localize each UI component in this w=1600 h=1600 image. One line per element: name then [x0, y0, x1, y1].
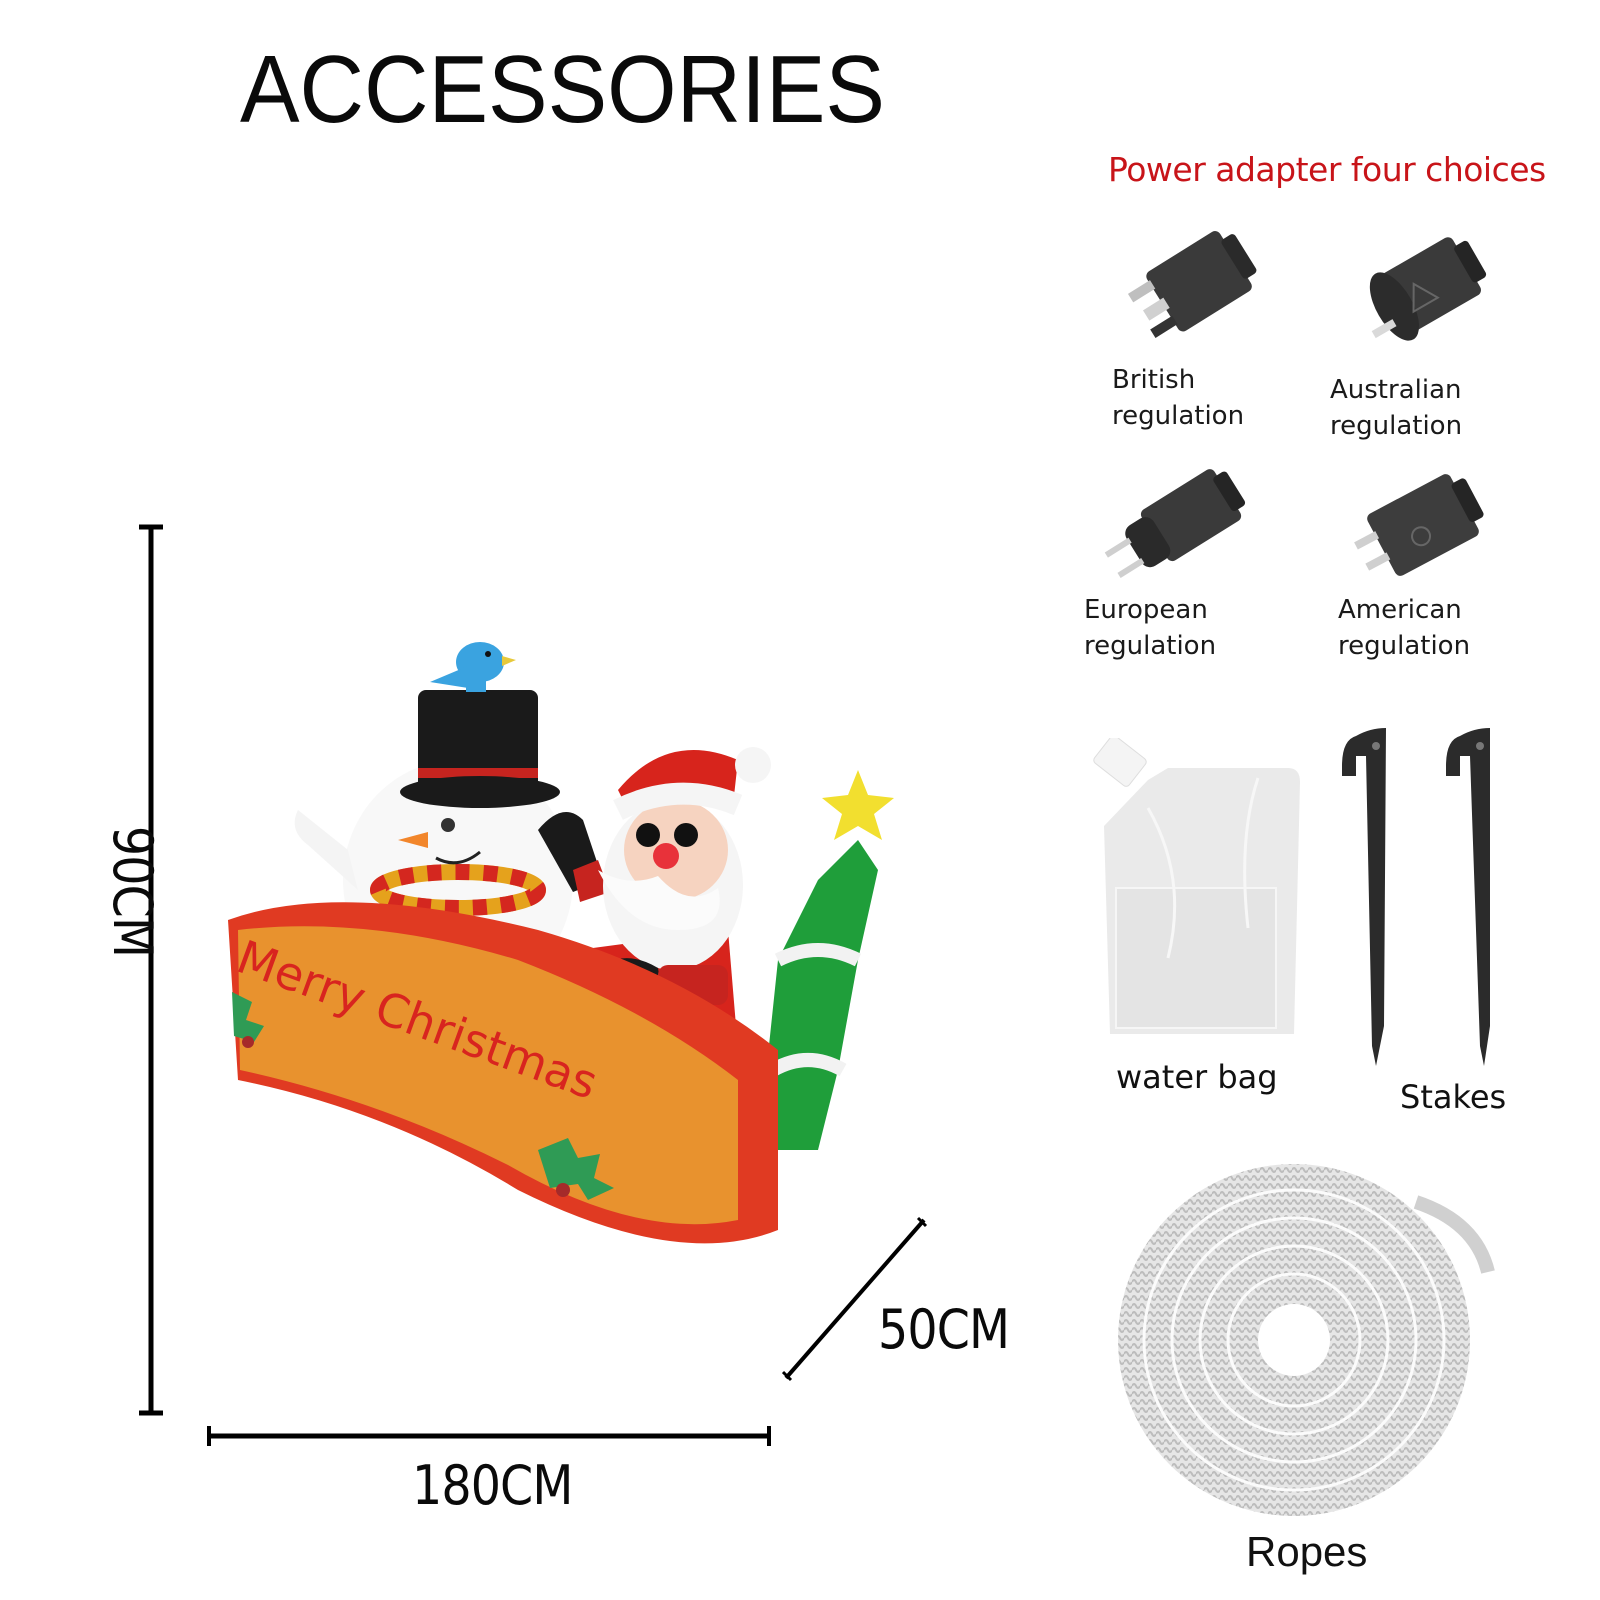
- water-bag-icon: [1093, 738, 1300, 1034]
- depth-dimension-line: [782, 1216, 928, 1382]
- page-title: ACCESSORIES: [240, 36, 885, 143]
- power-adapter-heading: Power adapter four choices: [1108, 150, 1546, 189]
- merry-christmas-banner: Merry Christmas: [228, 902, 778, 1244]
- us-plug-adapter-icon: [1354, 474, 1484, 576]
- american-adapter-item: American regulation: [1338, 462, 1490, 664]
- depth-dimension-label: 50CM: [878, 1298, 1010, 1361]
- stakes-label: Stakes: [1400, 1078, 1507, 1116]
- christmas-tree-icon: [758, 770, 894, 1150]
- british-adapter-item: British regulation: [1112, 212, 1266, 434]
- ropes-item: Ropes: [1116, 1142, 1516, 1576]
- water-bag-item: water bag: [1088, 738, 1308, 1096]
- uk-plug-adapter-icon: [1127, 231, 1257, 338]
- width-dimension-label: 180CM: [412, 1454, 573, 1517]
- ropes-label: Ropes: [1246, 1528, 1368, 1575]
- inflatable-product-image: Merry Christmas: [218, 630, 908, 1270]
- stakes-item: Stakes: [1340, 726, 1530, 1116]
- australian-adapter-label: Australian regulation: [1330, 375, 1463, 441]
- eu-plug-adapter-icon: [1104, 469, 1246, 578]
- ground-stake-icon: [1342, 728, 1490, 1066]
- european-adapter-item: European regulation: [1084, 452, 1260, 664]
- european-adapter-label: European regulation: [1084, 595, 1217, 661]
- water-bag-label: water bag: [1116, 1058, 1278, 1096]
- height-dimension-label: 90CM: [101, 825, 165, 958]
- british-adapter-label: British regulation: [1112, 365, 1245, 431]
- au-plug-adapter-icon: [1369, 237, 1487, 341]
- australian-adapter-item: Australian regulation: [1330, 222, 1498, 444]
- height-dimension-line: [136, 524, 166, 1416]
- rope-coil-icon: [1118, 1164, 1495, 1516]
- width-dimension-line: [206, 1424, 772, 1448]
- blue-bird-icon: [430, 642, 516, 692]
- american-adapter-label: American regulation: [1338, 595, 1471, 661]
